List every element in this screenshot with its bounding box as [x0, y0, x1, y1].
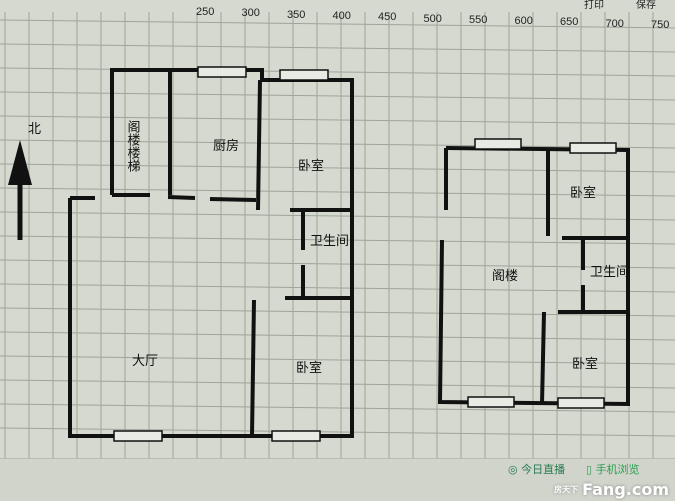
grid-line: [0, 379, 675, 389]
grid-line: [0, 43, 675, 53]
ruler-tick-label: 300: [241, 7, 260, 20]
watermark-brand: Fang.com: [582, 480, 669, 499]
save-button[interactable]: 保存: [636, 0, 656, 11]
bedroom-label: 卧室: [296, 360, 322, 376]
grid-line: [0, 307, 675, 317]
grid-line: [0, 283, 675, 293]
ruler-tick-label: 450: [378, 11, 397, 24]
ruler-tick-label: 700: [605, 17, 624, 30]
top-ruler: 250 300 350 400 450 500 550 600 650 700 750: [0, 0, 675, 31]
live-button[interactable]: ◎ 今日直播: [508, 463, 566, 476]
bedroom-label: 卧室: [298, 158, 324, 174]
browse-label: 手机浏览: [595, 463, 640, 476]
grid-line: [0, 259, 675, 269]
grid-line: [0, 235, 675, 245]
kitchen-label: 厨房: [213, 138, 239, 154]
ruler-tick-label: 600: [514, 15, 533, 28]
grid-line: [0, 403, 675, 413]
watermark-cn: 房天下: [554, 485, 579, 494]
bathroom-label: 卫生间: [590, 265, 629, 280]
grid-line: [0, 331, 675, 341]
windows: [113, 66, 617, 442]
stair-label: 阁楼楼梯: [125, 120, 141, 172]
attic-label: 阁楼: [492, 269, 518, 284]
ruler-tick-label: 750: [651, 19, 670, 31]
grid-line: [0, 355, 675, 365]
grid-line: [0, 211, 675, 221]
grid-line: [0, 19, 675, 29]
browse-button[interactable]: ▯ 手机浏览: [586, 463, 640, 476]
ruler-tick-label: 350: [287, 8, 306, 21]
ruler-tick-label: 650: [560, 16, 579, 29]
ruler-tick-label: 550: [469, 13, 488, 26]
bathroom-label: 卫生间: [310, 234, 349, 249]
grid: [0, 12, 675, 458]
compass: 北: [8, 122, 41, 240]
print-button[interactable]: 打印: [584, 0, 604, 11]
north-arrow-head-icon: [8, 140, 32, 185]
left-unit-walls: [68, 68, 354, 438]
bedroom-label: 卧室: [570, 185, 596, 201]
grid-line: [0, 427, 675, 437]
right-unit-walls: [437, 146, 630, 407]
live-label: 今日直播: [521, 463, 566, 476]
bedroom-label: 卧室: [572, 356, 598, 372]
ruler-tick-label: 250: [196, 6, 215, 18]
living-room-label: 大厅: [132, 354, 158, 369]
ruler-tick-label: 500: [423, 12, 442, 25]
ruler-tick-label: 400: [332, 9, 351, 22]
compass-label: 北: [28, 122, 41, 137]
